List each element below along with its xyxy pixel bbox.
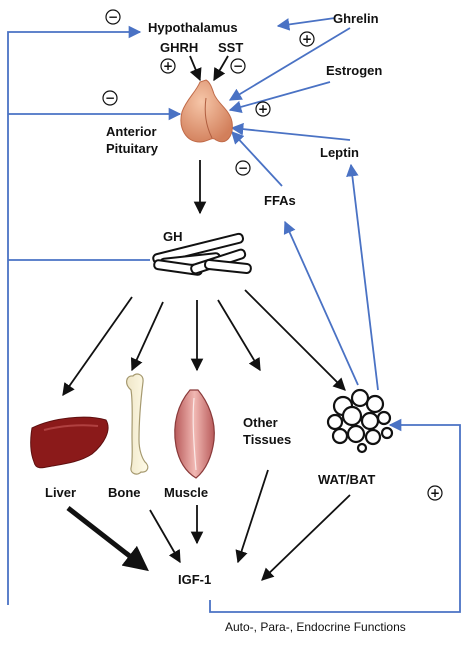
label-wat-bat: WAT/BAT: [318, 472, 375, 487]
label-ffas: FFAs: [264, 193, 296, 208]
svg-text:−: −: [238, 161, 248, 175]
gh-molecule-illustration: [152, 232, 252, 276]
ffas-arrow: [231, 131, 283, 187]
bone-illustration: [126, 373, 149, 475]
sign-plus-ghrh: +: [160, 58, 176, 74]
label-liver: Liver: [45, 485, 76, 500]
label-muscle: Muscle: [164, 485, 208, 500]
svg-text:+: +: [163, 59, 173, 73]
svg-text:+: +: [430, 486, 440, 500]
muscle-illustration: [174, 389, 215, 479]
sst-arrow: [213, 55, 229, 82]
sign-minus-sst: −: [230, 58, 246, 74]
wat-to-leptin-arrow: [346, 163, 379, 391]
label-leptin: Leptin: [320, 145, 359, 160]
label-bone: Bone: [108, 485, 141, 500]
igf1-feedback-loop: [209, 418, 461, 613]
svg-text:+: +: [302, 32, 312, 46]
sign-minus-ffas: −: [235, 160, 251, 176]
sign-plus-ghrelin-pituitary: +: [299, 31, 315, 47]
svg-text:−: −: [105, 91, 115, 105]
sign-minus-hypothalamus: −: [105, 9, 121, 25]
sign-plus-igf1-feedback: +: [427, 485, 443, 501]
leptin-arrow: [230, 122, 351, 141]
label-functions: Auto-, Para-, Endocrine Functions: [225, 620, 406, 634]
svg-text:−: −: [108, 10, 118, 24]
label-gh: GH: [163, 229, 183, 244]
sign-minus-pituitary-feedback: −: [102, 90, 118, 106]
sign-plus-estrogen: +: [255, 101, 271, 117]
wat-to-ffas-arrow: [283, 220, 359, 386]
gh-target-arrows: [62, 289, 346, 397]
label-hypothalamus: Hypothalamus: [148, 20, 238, 35]
label-anterior: Anterior: [106, 124, 157, 139]
label-igf1: IGF-1: [178, 572, 211, 587]
svg-text:+: +: [258, 102, 268, 116]
label-sst: SST: [218, 40, 243, 55]
pituitary-gland-illustration: [180, 79, 233, 143]
label-ghrh: GHRH: [160, 40, 198, 55]
label-estrogen: Estrogen: [326, 63, 382, 78]
label-tissues: Tissues: [243, 432, 291, 447]
svg-text:−: −: [233, 59, 243, 73]
adipose-tissue-illustration: [326, 388, 394, 454]
ghrh-arrow: [189, 55, 202, 82]
liver-illustration: [30, 416, 109, 469]
tissue-to-igf1-arrows: [66, 469, 351, 581]
label-other: Other: [243, 415, 278, 430]
left-feedback-loop: [7, 25, 182, 605]
label-pituitary: Pituitary: [106, 141, 159, 156]
ghrelin-arrows: [228, 17, 351, 101]
label-ghrelin: Ghrelin: [333, 11, 379, 26]
estrogen-arrow: [228, 81, 331, 114]
